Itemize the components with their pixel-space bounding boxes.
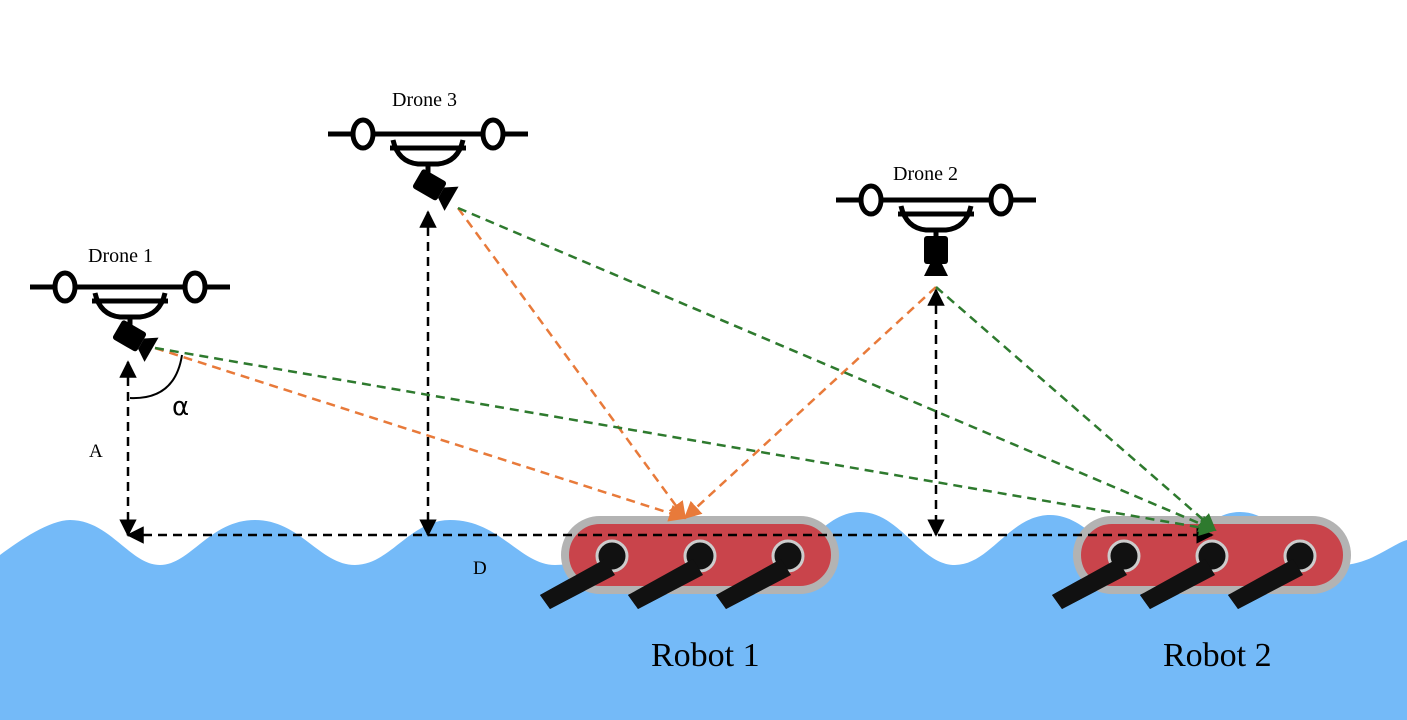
ray-drone1-robot2 (154, 346, 1217, 536)
camera-icon (412, 169, 459, 211)
drone-3 (328, 120, 528, 211)
ray-drone3-robot2 (457, 206, 1217, 532)
robot-1-label: Robot 1 (651, 637, 760, 674)
ray-drone2-robot1 (683, 286, 937, 520)
drone-2-label: Drone 2 (893, 163, 958, 185)
water-surface (0, 512, 1407, 720)
drone-1-label: Drone 1 (88, 245, 153, 267)
drone-1 (30, 273, 230, 362)
camera-icon (924, 236, 948, 276)
ray-drone2-robot2 (935, 286, 1217, 532)
drone-3-label: Drone 3 (392, 89, 457, 111)
angle-label: α (172, 392, 190, 422)
altitude-label: A (89, 441, 103, 462)
distance-label: D (473, 558, 487, 579)
camera-icon (112, 320, 159, 362)
drone-2 (836, 186, 1036, 276)
angle-arc (129, 354, 183, 400)
ray-drone1-robot1 (154, 346, 687, 522)
ray-drone3-robot1 (456, 207, 687, 520)
robot-2-label: Robot 2 (1163, 637, 1272, 674)
